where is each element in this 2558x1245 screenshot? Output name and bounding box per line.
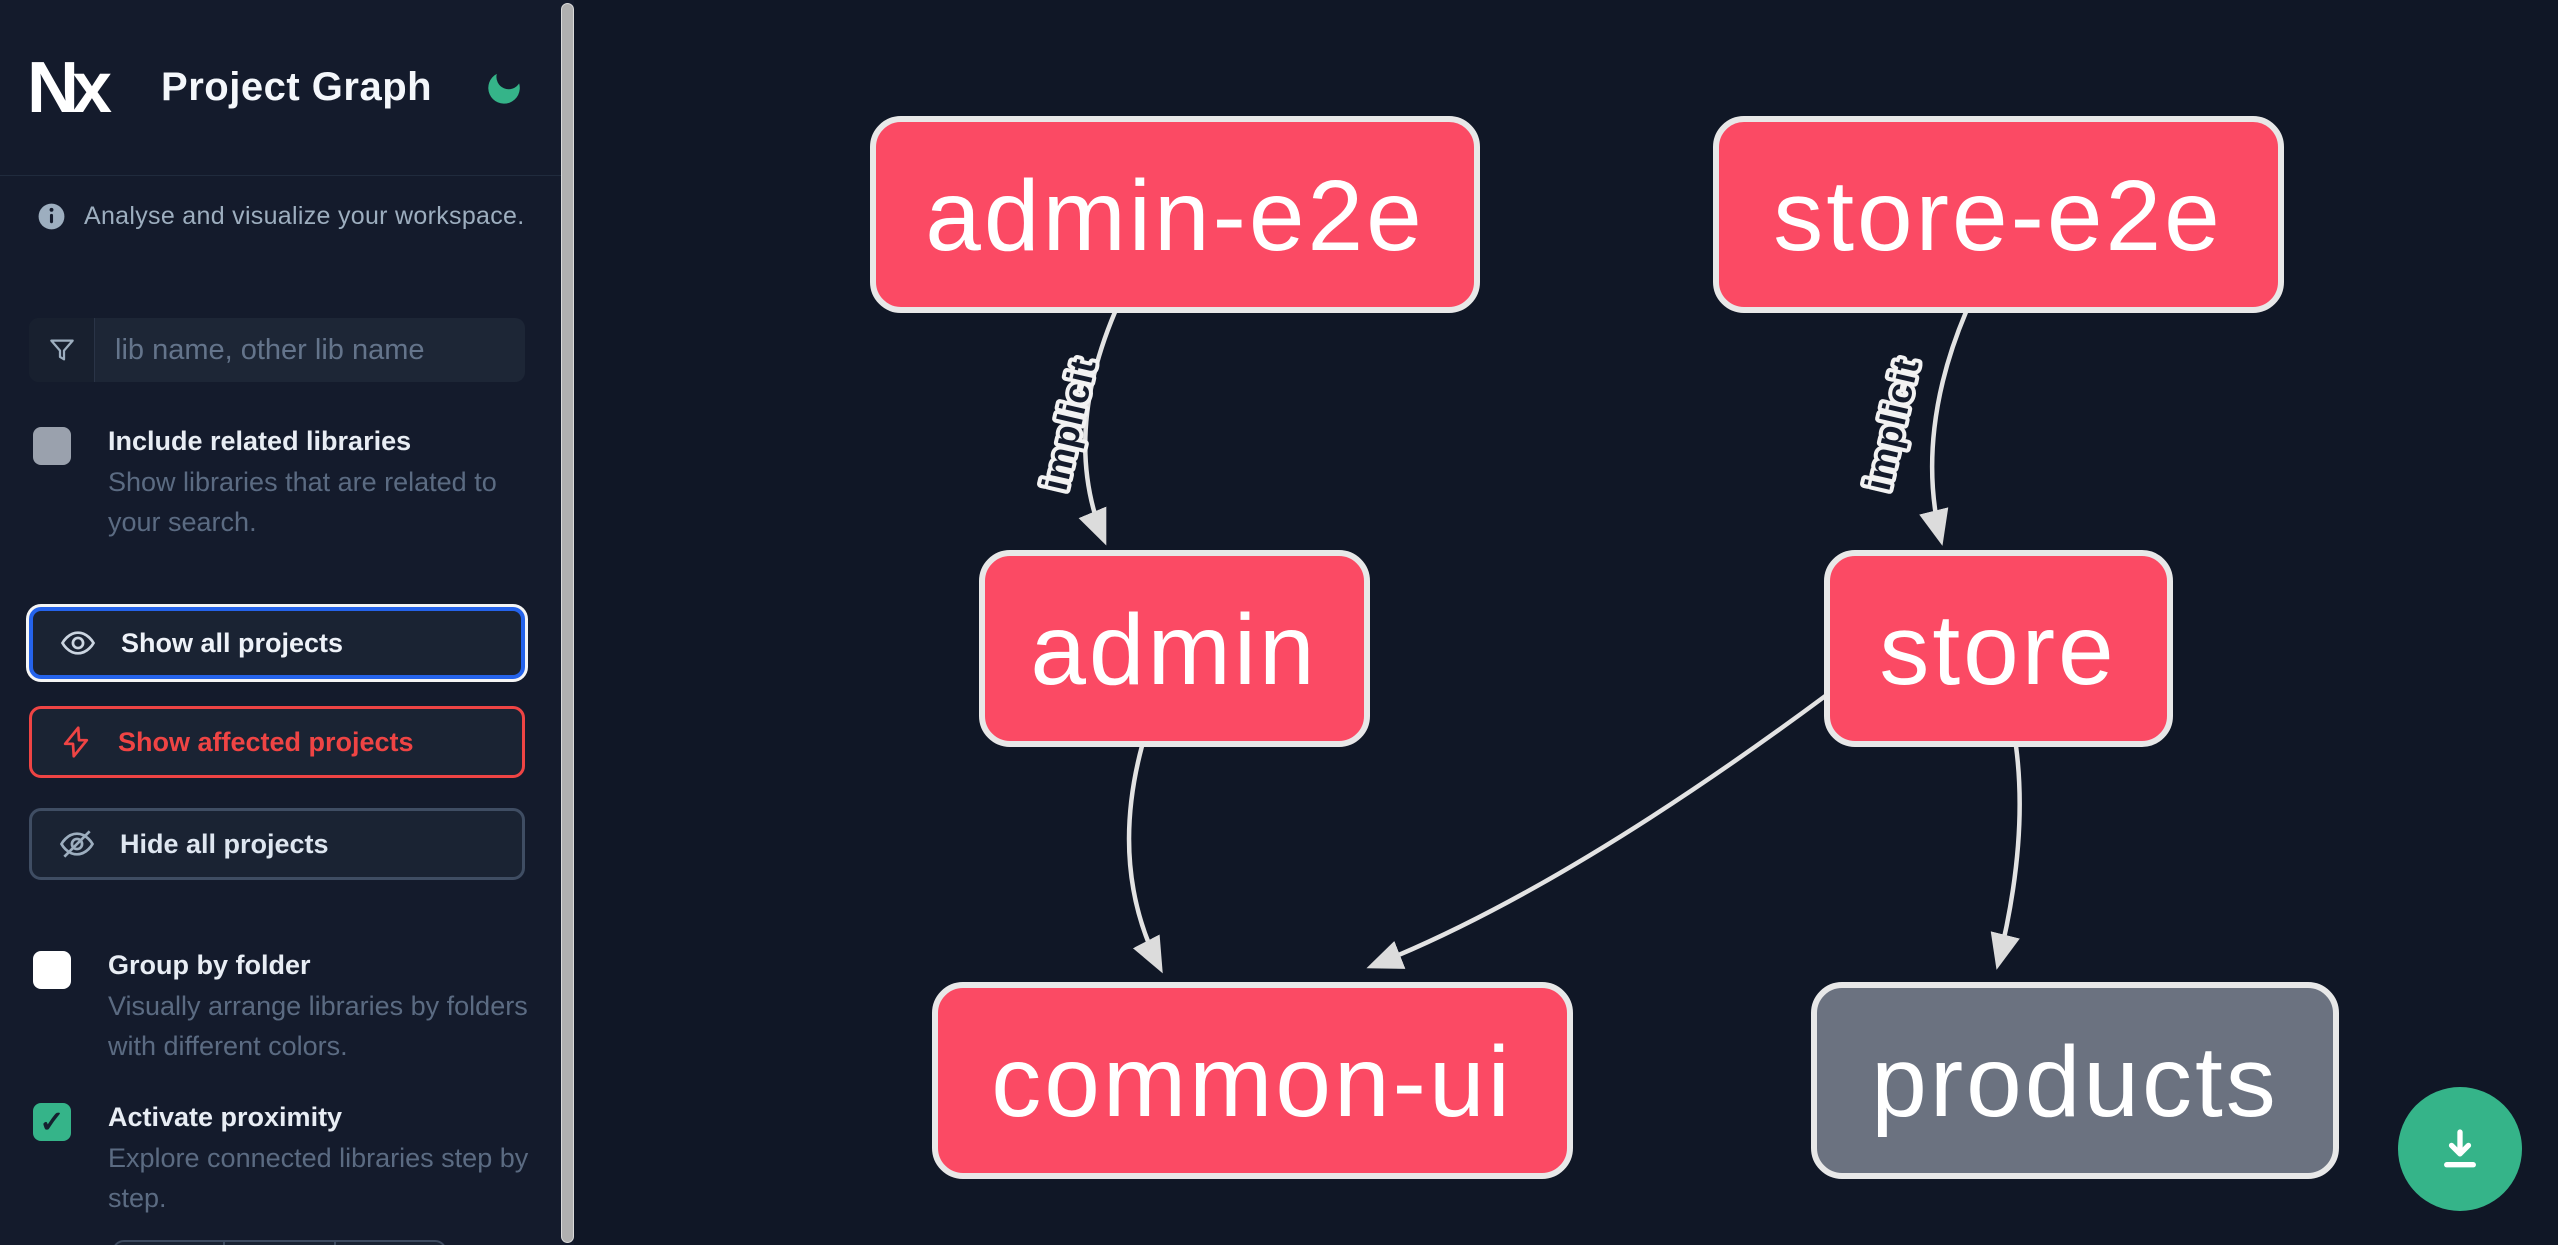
edge-label-implicit: implicit	[1034, 354, 1104, 494]
checkbox-activate-proximity[interactable]: ✓	[33, 1103, 71, 1141]
download-icon	[2444, 1129, 2476, 1168]
workspace-info: Analyse and visualize your workspace.	[36, 201, 536, 232]
funnel-icon	[49, 339, 74, 361]
nx-logo: Nx	[27, 47, 112, 128]
stepper-decrement-button[interactable]	[114, 1242, 225, 1245]
checkbox-group-by-folder-label: Group by folder	[108, 950, 311, 980]
edge-store-to-common-ui[interactable]	[1366, 692, 1830, 969]
node-store-e2e[interactable]: store-e2e	[1713, 116, 2284, 313]
show-affected-projects-button[interactable]: Show affected projects	[29, 706, 525, 778]
filter-icon-cell	[29, 318, 95, 382]
info-text: Analyse and visualize your workspace.	[84, 202, 525, 230]
show-all-projects-label: Show all projects	[121, 627, 344, 658]
node-admin-e2e[interactable]: admin-e2e	[870, 116, 1480, 313]
edge-store-e2e-to-store[interactable]	[1919, 311, 1969, 546]
checkbox-activate-proximity-label: Activate proximity	[108, 1102, 343, 1132]
edge-label-implicit: implicit	[1857, 354, 1927, 494]
node-products[interactable]: products	[1811, 982, 2339, 1179]
download-graph-button[interactable]	[2398, 1087, 2522, 1211]
info-icon	[38, 203, 65, 230]
edge-store-to-products[interactable]	[1990, 745, 2022, 970]
stepper-value	[225, 1242, 336, 1245]
dark-mode-toggle[interactable]	[483, 67, 525, 109]
hide-all-projects-button[interactable]: Hide all projects	[29, 808, 525, 880]
node-admin[interactable]: admin	[979, 550, 1370, 747]
node-common-ui-label: common-ui	[991, 1026, 1513, 1138]
search-input[interactable]	[95, 318, 525, 382]
show-affected-projects-label: Show affected projects	[118, 726, 414, 757]
project-graph-canvas[interactable]: implicit implicit admin-e2e store-e2e ad…	[574, 0, 2558, 1245]
edge-admin-to-common-ui[interactable]	[1126, 745, 1163, 974]
eye-icon	[60, 631, 96, 655]
proximity-stepper	[112, 1240, 447, 1245]
node-admin-e2e-label: admin-e2e	[925, 160, 1425, 272]
hide-all-projects-label: Hide all projects	[120, 828, 329, 859]
node-admin-label: admin	[1030, 594, 1317, 706]
node-products-label: products	[1871, 1026, 2279, 1138]
sidebar-scrollbar[interactable]	[561, 3, 574, 1243]
checkbox-include-related-description: Show libraries that are related to your …	[108, 467, 497, 537]
node-store[interactable]: store	[1824, 550, 2173, 747]
moon-icon	[488, 73, 520, 104]
show-all-projects-button[interactable]: Show all projects	[29, 607, 525, 679]
sidebar-header: Nx Project Graph	[0, 0, 561, 176]
bolt-icon	[63, 726, 89, 758]
checkbox-include-related[interactable]	[33, 427, 71, 465]
checkbox-include-related-label: Include related libraries	[108, 426, 412, 456]
edge-admin-e2e-to-admin[interactable]	[1078, 311, 1118, 546]
checkbox-group-by-folder[interactable]	[33, 951, 71, 989]
node-store-label: store	[1879, 594, 2116, 706]
search-box	[29, 318, 525, 382]
checkbox-activate-proximity-description: Explore connected libraries step by step…	[108, 1143, 529, 1213]
sidebar: Nx Project Graph Analyse and visualize y…	[0, 0, 574, 1245]
node-store-e2e-label: store-e2e	[1773, 160, 2222, 272]
page-title: Project Graph	[161, 65, 433, 109]
checkbox-group-by-folder-description: Visually arrange libraries by folders wi…	[108, 991, 528, 1061]
eye-slash-icon	[59, 830, 95, 858]
node-common-ui[interactable]: common-ui	[932, 982, 1573, 1179]
